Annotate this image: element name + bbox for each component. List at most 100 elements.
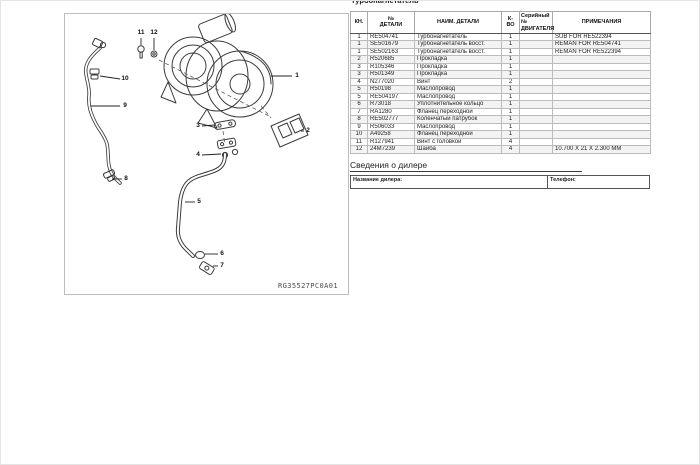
callout-1[interactable]: 1 xyxy=(295,71,299,79)
dealer-name-field: Название дилера: xyxy=(351,176,548,188)
cell-key: 5 xyxy=(350,92,368,102)
cropped-page-title: Турбонагнетатель xyxy=(351,1,571,5)
cell-note xyxy=(552,85,651,94)
cell-name: Фланец переходной xyxy=(414,107,502,117)
cell-name: Турбонагнетатель восст. xyxy=(414,40,502,49)
callout-12[interactable]: 12 xyxy=(150,28,158,36)
cell-part: A49258 xyxy=(367,130,415,139)
callout-9[interactable]: 9 xyxy=(123,101,127,109)
cell-qty: 1 xyxy=(501,47,520,57)
callout-6[interactable]: 6 xyxy=(220,249,224,257)
exploded-parts-diagram: 1 2 3 4 5 6 7 8 9 10 11 12 RG35527PC0A01 xyxy=(64,13,349,295)
cell-note xyxy=(552,55,651,64)
callout-4[interactable]: 4 xyxy=(196,150,200,158)
cell-qty: 1 xyxy=(501,122,520,132)
cell-key: 1 xyxy=(350,47,368,57)
callout-11[interactable]: 11 xyxy=(137,28,145,36)
cell-part: R127941 xyxy=(367,137,415,147)
cell-key: 3 xyxy=(350,70,368,79)
dealer-info-box: Название дилера: Телефон: xyxy=(350,175,650,189)
cell-part: R501349 xyxy=(367,70,415,79)
cell-qty: 1 xyxy=(501,115,520,124)
cell-name: Турбонагнетатель xyxy=(414,32,502,42)
parts-table: КН. № ДЕТАЛИ НАИМ. ДЕТАЛИ К- ВО Серийный… xyxy=(350,11,651,154)
cell-key: 4 xyxy=(350,77,368,87)
cell-key: 11 xyxy=(350,137,368,147)
cell-key: 7 xyxy=(350,107,368,117)
cell-qty: 1 xyxy=(501,55,520,64)
cell-note: SUB FOR RE522394 xyxy=(552,32,651,42)
cell-serial xyxy=(519,55,553,64)
cell-name: Прокладка xyxy=(414,62,502,72)
cell-name: Прокладка xyxy=(414,70,502,79)
cell-qty: 1 xyxy=(501,85,520,94)
cell-part: SE502163 xyxy=(367,47,415,57)
cell-qty: 1 xyxy=(501,62,520,72)
cell-note: REMAN FOR RE522394 xyxy=(552,47,651,57)
callout-2[interactable]: 2 xyxy=(306,126,310,134)
cell-key: 12 xyxy=(350,145,368,154)
cell-part: N277020 xyxy=(367,77,415,87)
cell-qty: 1 xyxy=(501,40,520,49)
cell-serial xyxy=(519,32,553,42)
cell-key: 9 xyxy=(350,122,368,132)
cell-part: 24M7239 xyxy=(367,145,415,154)
cell-serial xyxy=(519,47,553,57)
cell-serial xyxy=(519,122,553,132)
callout-7[interactable]: 7 xyxy=(220,261,224,269)
cell-key: 1 xyxy=(350,40,368,49)
cell-key: 2 xyxy=(350,55,368,64)
callout-5[interactable]: 5 xyxy=(197,197,201,205)
header-key: КН. xyxy=(350,11,368,34)
cell-serial xyxy=(519,100,553,109)
cell-name: Уплотнительное кольцо xyxy=(414,100,502,109)
diagram-drawing xyxy=(83,14,309,275)
cell-serial xyxy=(519,77,553,87)
cell-qty: 1 xyxy=(501,32,520,42)
cell-note xyxy=(552,100,651,109)
cell-name: Прокладка xyxy=(414,55,502,64)
cell-qty: 1 xyxy=(501,130,520,139)
cell-note xyxy=(552,115,651,124)
cell-key: 5 xyxy=(350,85,368,94)
cell-name: Маслопровод xyxy=(414,85,502,94)
cell-note xyxy=(552,130,651,139)
cell-key: 8 xyxy=(350,115,368,124)
cell-name: Фланец переходной xyxy=(414,130,502,139)
cell-part: RE504741 xyxy=(367,32,415,42)
cropped-page-title-text: Турбонагнетатель xyxy=(351,1,571,5)
cell-serial xyxy=(519,62,553,72)
callout-10[interactable]: 10 xyxy=(121,74,129,82)
parts-table-header: КН. № ДЕТАЛИ НАИМ. ДЕТАЛИ К- ВО Серийный… xyxy=(350,11,651,34)
header-name: НАИМ. ДЕТАЛИ xyxy=(414,11,502,34)
cell-note xyxy=(552,62,651,72)
cell-serial xyxy=(519,107,553,117)
cell-serial xyxy=(519,137,553,147)
diagram-image-code: RG35527PC0A01 xyxy=(278,282,338,290)
cell-serial xyxy=(519,70,553,79)
cell-part: R105346 xyxy=(367,62,415,72)
callout-8[interactable]: 8 xyxy=(124,174,128,182)
dealer-section: Сведения о дилере Название дилера: Телеф… xyxy=(350,160,650,189)
dealer-phone-field: Телефон: xyxy=(550,177,576,183)
callout-3[interactable]: 3 xyxy=(196,121,200,129)
cell-serial xyxy=(519,145,553,154)
